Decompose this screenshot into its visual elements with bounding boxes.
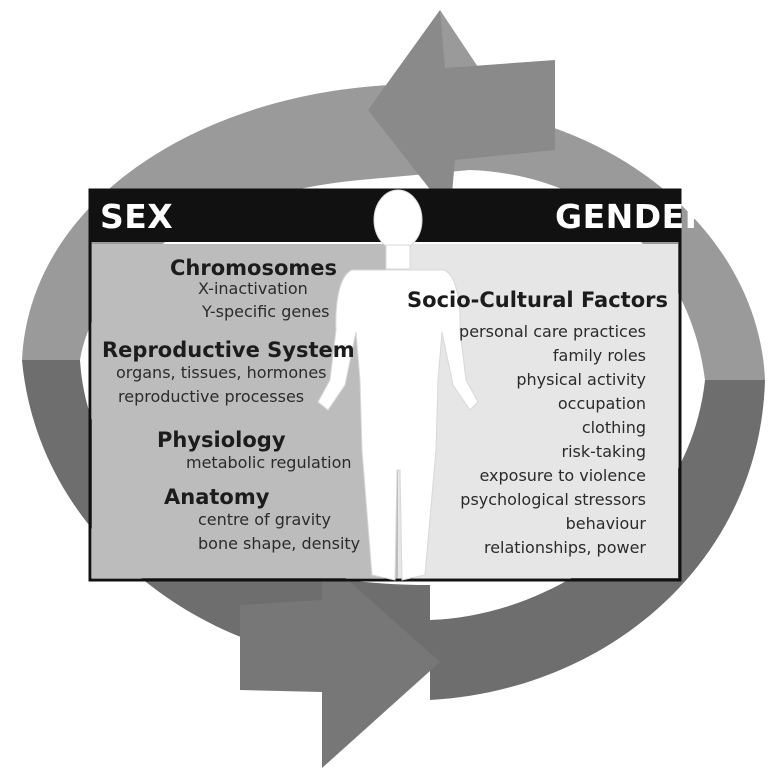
socio-cultural-item: risk-taking xyxy=(561,442,646,461)
socio-cultural-item: clothing xyxy=(581,418,646,437)
sex-title: SEX xyxy=(100,197,174,236)
chromosomes-item: Y-specific genes xyxy=(202,302,330,321)
socio-cultural-list: personal care practices family roles phy… xyxy=(459,322,646,562)
socio-cultural-item: occupation xyxy=(557,394,646,413)
socio-cultural-item: relationships, power xyxy=(483,538,646,557)
physiology-item: metabolic regulation xyxy=(186,453,352,472)
socio-cultural-heading: Socio-Cultural Factors xyxy=(407,288,668,312)
reproductive-heading: Reproductive System xyxy=(102,338,355,362)
physiology-heading: Physiology xyxy=(157,428,286,452)
arrowhead-top xyxy=(368,10,555,215)
gender-title: GENDER xyxy=(555,197,711,236)
chromosomes-item: X-inactivation xyxy=(198,279,308,298)
socio-cultural-item: psychological stressors xyxy=(460,490,646,509)
anatomy-item: bone shape, density xyxy=(198,534,361,553)
socio-cultural-item: family roles xyxy=(552,346,646,365)
socio-cultural-item: personal care practices xyxy=(459,322,646,341)
arrowhead-bottom xyxy=(240,557,440,768)
cycle-arrow-lower xyxy=(22,360,765,700)
reproductive-item: organs, tissues, hormones xyxy=(116,363,327,382)
reproductive-item: reproductive processes xyxy=(118,387,305,406)
human-figure xyxy=(317,189,479,581)
socio-cultural-item: behaviour xyxy=(565,514,646,533)
socio-cultural-item: exposure to violence xyxy=(479,466,646,485)
socio-cultural-item: physical activity xyxy=(516,370,646,389)
anatomy-heading: Anatomy xyxy=(164,485,270,509)
anatomy-item: centre of gravity xyxy=(198,510,331,529)
chromosomes-heading: Chromosomes xyxy=(170,256,338,280)
